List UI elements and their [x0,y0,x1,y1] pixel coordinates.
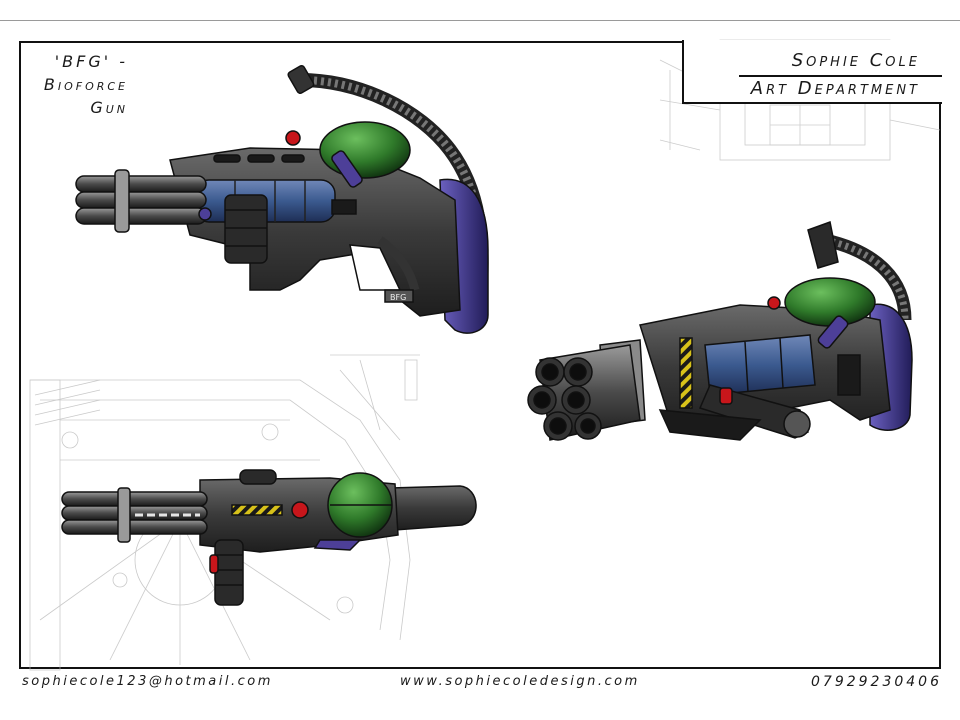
title-line-3: Gun [90,98,128,117]
bfg-side-view: BFG [75,64,489,334]
title-line-2: Bioforce [43,75,128,94]
page-top-rule [0,20,960,21]
gun-side-label: BFG [390,293,406,302]
sheet-border [19,41,941,669]
author-title-block: Sophie Cole Art Department [682,40,942,104]
footer-phone: 07929230406 [811,674,942,690]
bfg-top-view [61,469,477,606]
bfg-three-quarter-view [527,220,913,441]
author-department: Art Department [750,78,920,99]
design-title: 'BFG' - Bioforce Gun [28,50,128,119]
author-name: Sophie Cole [791,50,920,71]
blueprint-sketch-bottom-left [29,354,420,671]
footer-email: sophiecole123@hotmail.com [22,674,273,689]
title-line-1: 'BFG' - [54,52,128,71]
author-divider [739,75,942,77]
footer-website: www.sophiecoledesign.com [400,674,640,689]
